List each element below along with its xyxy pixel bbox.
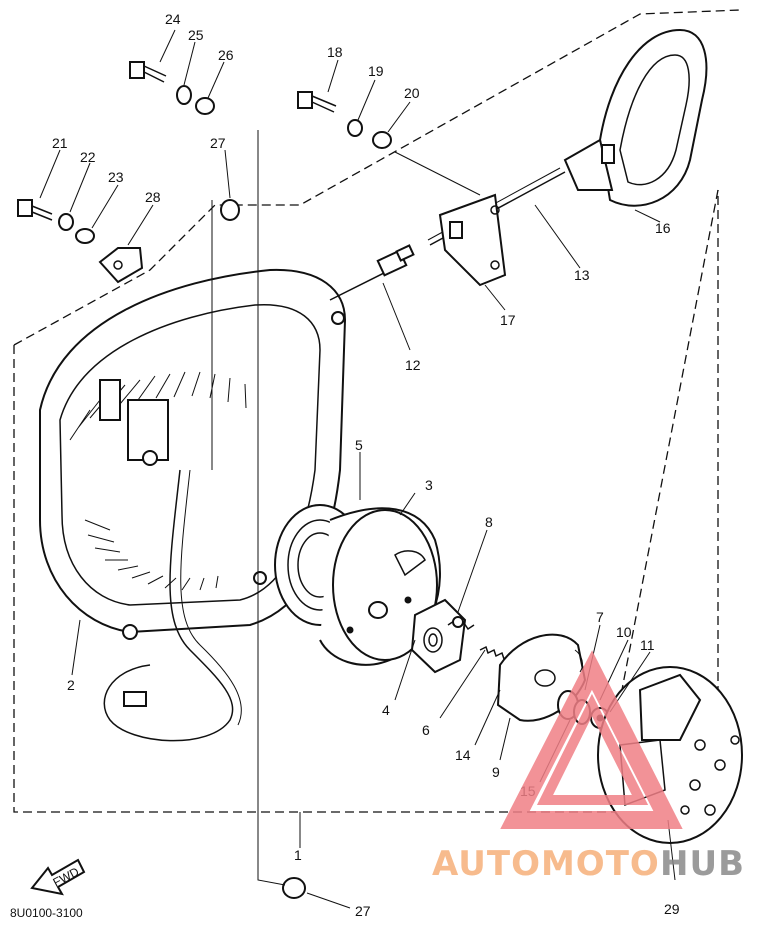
label-5: 5: [355, 437, 363, 453]
label-11: 11: [640, 637, 655, 653]
washer-19: [347, 119, 363, 137]
label-26: 26: [218, 47, 234, 63]
label-23: 23: [108, 169, 124, 185]
watermark-logo: [500, 650, 683, 829]
label-4: 4: [382, 702, 390, 718]
label-28: 28: [145, 189, 161, 205]
starter-rope-inner: [180, 469, 242, 726]
label-21: 21: [52, 135, 68, 151]
label-25: 25: [188, 27, 204, 43]
plate-28: [98, 247, 144, 284]
label-27-bottom: 27: [355, 903, 371, 919]
washer-23: [75, 228, 95, 244]
label-16: 16: [655, 220, 671, 236]
pawl-return-spring: [479, 645, 505, 660]
bolt-21: [17, 199, 53, 221]
boundary-diagonal: [619, 189, 719, 701]
washer-25: [176, 85, 192, 105]
label-1: 1: [294, 847, 302, 863]
watermark: AUTOMOTO HUB: [432, 650, 745, 884]
label-3: 3: [425, 477, 433, 493]
nut-27-bottom: [282, 877, 306, 899]
nut-27-top: [220, 199, 240, 221]
label-29: 29: [664, 901, 680, 917]
cable-bracket: [438, 193, 507, 287]
label-22: 22: [80, 149, 96, 165]
washer-20: [372, 131, 392, 149]
bolt-18: [297, 91, 337, 113]
fwd-arrow: FWD: [30, 858, 86, 896]
rope-clip: [123, 691, 147, 707]
starter-pulley: [274, 504, 441, 666]
label-6: 6: [422, 722, 430, 738]
label-10: 10: [616, 624, 632, 640]
washer-22: [58, 213, 74, 231]
bracket-nut: [449, 221, 463, 239]
starter-rope: [103, 469, 234, 742]
starter-handle: [563, 28, 708, 207]
assembly-boundary: [13, 190, 719, 813]
label-12: 12: [405, 357, 421, 373]
spring-end: [452, 616, 464, 628]
starter-housing: [39, 268, 347, 640]
bolt-24: [129, 61, 167, 83]
label-17: 17: [500, 312, 516, 328]
watermark-text-2: HUB: [660, 844, 745, 884]
label-19: 19: [368, 63, 384, 79]
label-7: 7: [596, 609, 604, 625]
label-18: 18: [327, 44, 343, 60]
label-9: 9: [492, 764, 500, 780]
diagram-code: 8U0100-3100: [10, 906, 83, 920]
label-2: 2: [67, 677, 75, 693]
label-14: 14: [455, 747, 471, 763]
label-20: 20: [404, 85, 420, 101]
assembly-boundary-top: [13, 9, 741, 346]
label-24: 24: [165, 11, 181, 27]
label-27-top: 27: [210, 135, 226, 151]
washer-26: [195, 97, 215, 115]
label-13: 13: [574, 267, 590, 283]
label-8: 8: [485, 514, 493, 530]
watermark-text-1: AUTOMOTO: [432, 844, 660, 884]
